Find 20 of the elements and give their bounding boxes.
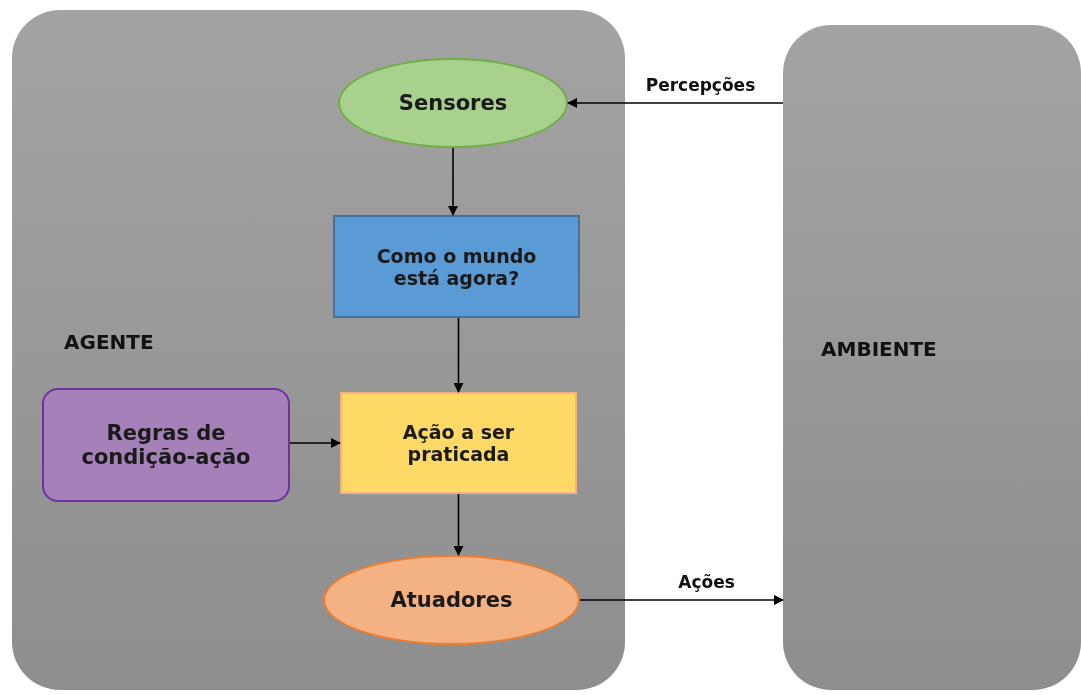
environment-panel: [783, 25, 1081, 690]
rules-box: [42, 388, 290, 502]
node-label: Regras de condição-ação: [80, 421, 252, 469]
edge-label: Ações: [678, 572, 735, 592]
panel-label: AMBIENTE: [821, 337, 937, 361]
node-label: Ação a ser praticada: [401, 421, 516, 465]
process-box: [333, 215, 580, 318]
arrow: [453, 493, 464, 556]
arrow: [289, 438, 341, 448]
arrow: [448, 147, 458, 216]
node-label: Como o mundo está agora?: [375, 244, 538, 289]
arrow: [579, 595, 784, 605]
node-label: Sensores: [398, 91, 508, 115]
edge-label: Percepções: [645, 75, 756, 95]
process-box: [340, 392, 577, 494]
arrow: [567, 98, 784, 108]
panel-label: AGENTE: [64, 330, 154, 354]
agent-panel: [12, 10, 625, 690]
arrow: [453, 317, 464, 393]
node-label: Atuadores: [390, 588, 513, 612]
